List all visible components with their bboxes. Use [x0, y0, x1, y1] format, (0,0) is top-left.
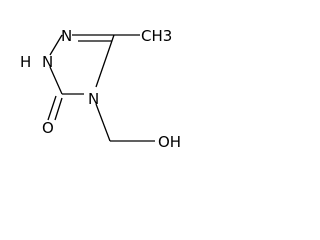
bond-c3-o-outer	[47, 95, 57, 121]
chemical-structure-diagram: N H N CH3 N O OH	[20, 27, 181, 151]
bonds	[47, 34, 155, 142]
bond-n4-ch2	[95, 103, 111, 142]
atom-o-carbonyl: O	[42, 119, 54, 137]
atom-labels: N H N CH3 N O OH	[20, 27, 181, 151]
atom-n1: N	[61, 27, 72, 45]
atom-h-n2: H	[20, 53, 31, 71]
bond-n2-c3	[49, 66, 63, 95]
atom-o-hydroxyl: OH	[158, 133, 181, 151]
atom-methyl: CH3	[141, 27, 172, 45]
bond-c3-o-inner	[54, 97, 63, 121]
atom-n2: N	[42, 53, 53, 71]
bond-c5-n4	[95, 34, 115, 88]
atom-n4: N	[88, 90, 99, 108]
bond-n1-n2	[49, 34, 63, 56]
